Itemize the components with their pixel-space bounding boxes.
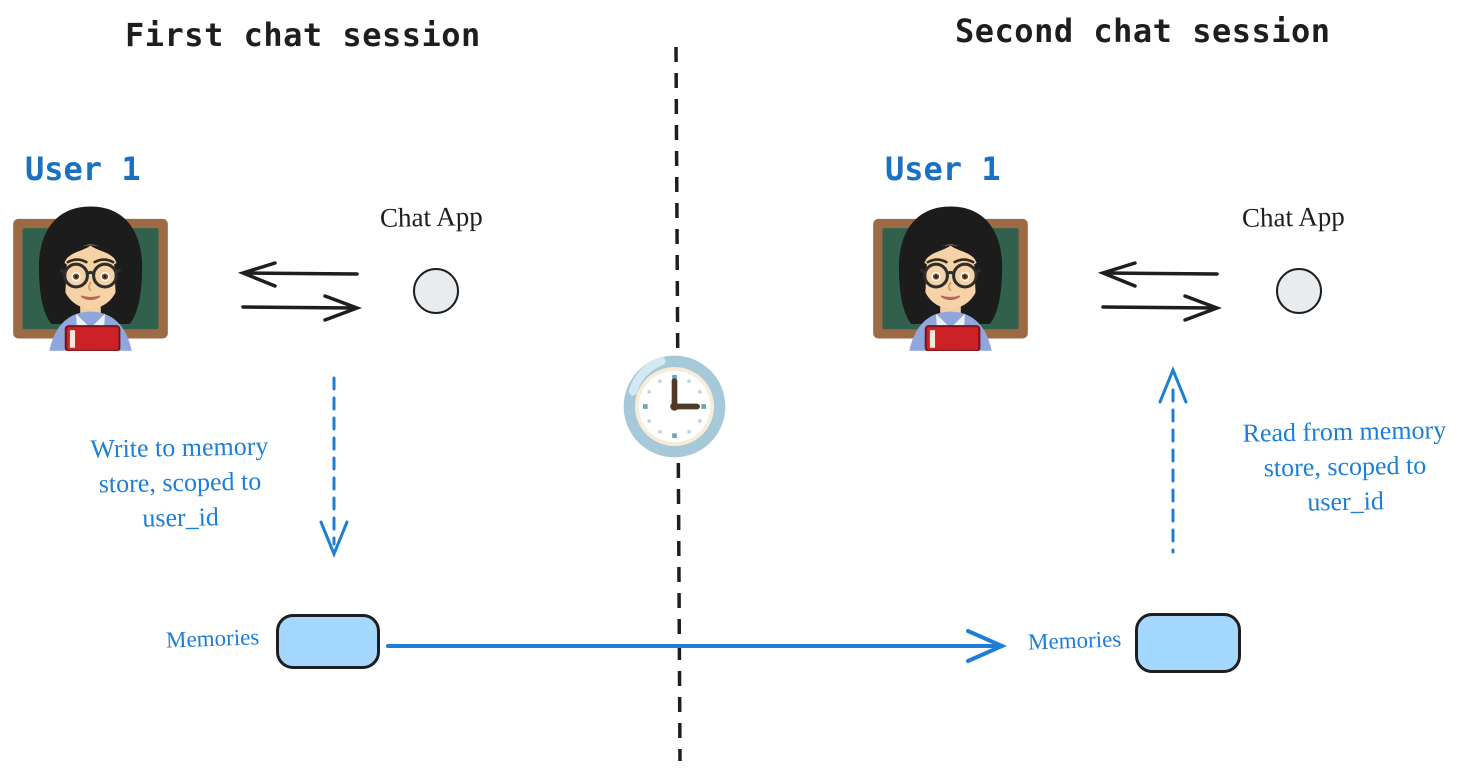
memories-label: Memories	[165, 624, 260, 653]
session-title: First chat session	[125, 16, 481, 54]
memory-note-line: Read from memory	[1242, 415, 1447, 448]
memory-note-line: store, scoped to	[1263, 450, 1427, 483]
memory-note-line: Write to memory	[90, 431, 269, 464]
memory-note-line: store, scoped to	[98, 466, 262, 499]
request-response-arrows-icon	[235, 260, 365, 330]
memory-note-line: user_id	[1307, 486, 1385, 517]
session-title: Second chat session	[955, 12, 1331, 50]
memories-transfer-arrow-icon	[386, 629, 1007, 663]
chat-app-label: Chat App	[1241, 201, 1346, 233]
chat-app-node-icon	[1276, 268, 1322, 314]
chat-app-label: Chat App	[379, 201, 484, 233]
memories-box	[276, 614, 380, 669]
user-label: User 1	[25, 150, 141, 188]
read-memory-arrow-icon	[1158, 366, 1188, 554]
woman-teacher-emoji	[8, 196, 173, 351]
memory-note-line: user_id	[142, 502, 220, 533]
write-memory-arrow-icon	[319, 376, 349, 558]
request-response-arrows-icon	[1095, 260, 1225, 330]
memory-note: Write to memory store, scoped to user_id	[39, 428, 321, 538]
memories-label: Memories	[1027, 626, 1122, 655]
chat-app-node-icon	[413, 268, 459, 314]
clock-icon	[623, 355, 726, 458]
woman-teacher-emoji	[868, 196, 1033, 351]
memories-box	[1135, 613, 1241, 673]
memory-note: Read from memory store, scoped to user_i…	[1204, 412, 1482, 522]
user-label: User 1	[885, 150, 1001, 188]
